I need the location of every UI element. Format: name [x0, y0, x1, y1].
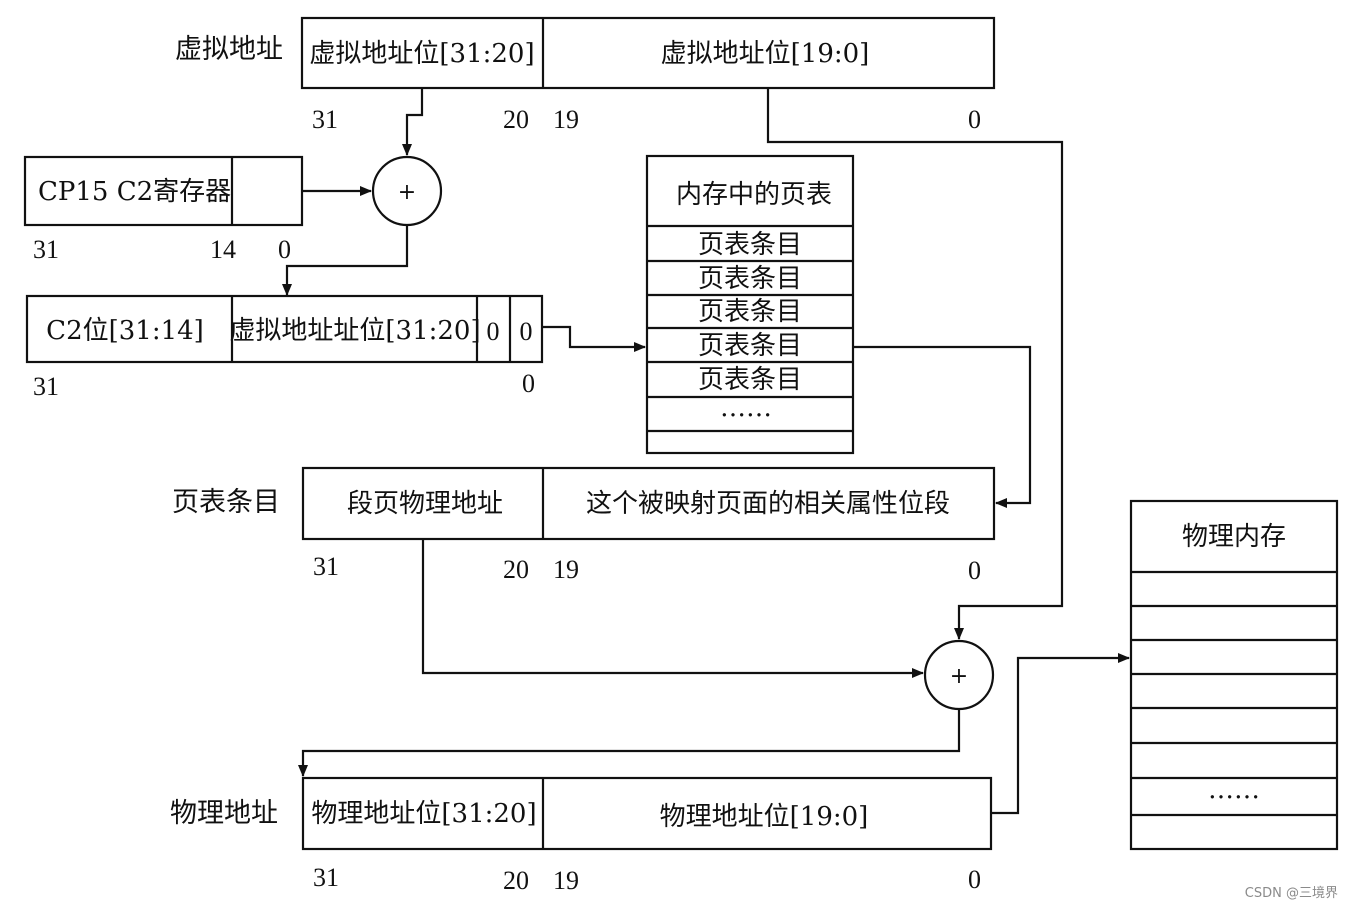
- physical-address-low-field: 物理地址位[19:0]: [660, 802, 869, 832]
- arrow-va-high-to-adder: [402, 88, 424, 156]
- page-table-entry: 页表条目: [698, 264, 802, 294]
- pte-high-field: 段页物理地址: [347, 489, 503, 519]
- c2-zero-b: 0: [520, 317, 533, 346]
- pte-low-field: 这个被映射页面的相关属性位段: [586, 489, 950, 519]
- page-table-entry-register: [301, 466, 996, 541]
- page-table-ellipsis: ……: [720, 393, 772, 423]
- virtual-address-high-field: 虚拟地址位[31:20]: [309, 39, 534, 69]
- pa-bit-31: 31: [313, 863, 339, 892]
- pte-bit-0: 0: [968, 556, 981, 585]
- page-table-entry-label: 页表条目: [172, 487, 280, 518]
- cp15-bit-31: 31: [33, 235, 59, 264]
- arrow-adder-to-physical: [298, 709, 961, 777]
- pte-bit-31: 31: [313, 552, 339, 581]
- physical-address-high-field: 物理地址位[31:20]: [311, 799, 536, 829]
- cp15-bit-14: 14: [210, 235, 236, 264]
- page-table-entry: 页表条目: [698, 331, 802, 361]
- page-table-entry: 页表条目: [698, 365, 802, 395]
- watermark: CSDN @三境界: [1245, 886, 1338, 901]
- pa-bit-0: 0: [968, 865, 981, 894]
- c2-zero-a: 0: [487, 317, 500, 346]
- va-bit-0: 0: [968, 105, 981, 134]
- c2-bit-31: 31: [33, 372, 59, 401]
- va-bit-19: 19: [553, 105, 579, 134]
- c2-combined-register: [25, 294, 544, 364]
- arrow-pte-to-adder: [421, 539, 924, 678]
- virtual-address-register: [300, 16, 996, 90]
- physical-address-label: 物理地址: [170, 798, 278, 829]
- arrow-adder-to-c2-combined: [282, 225, 409, 296]
- physical-memory-ellipsis: ……: [1208, 775, 1260, 805]
- virtual-address-low-field: 虚拟地址位[19:0]: [661, 39, 870, 69]
- pa-bit-20: 20: [503, 866, 529, 895]
- arrow-page-table-to-entry: [853, 345, 1032, 508]
- c2-field: C2位[31:14]: [46, 316, 204, 346]
- adder-top-symbol: +: [398, 180, 416, 205]
- page-table-entry: 页表条目: [698, 297, 802, 327]
- pa-bit-19: 19: [553, 866, 579, 895]
- cp15-c2-field: CP15 C2寄存器: [38, 177, 231, 207]
- c2-bit-0: 0: [522, 369, 535, 398]
- cp15-c2-register: [23, 155, 304, 227]
- va-bit-31: 31: [312, 105, 338, 134]
- arrow-c2-to-page-table: [542, 325, 646, 352]
- page-table: [645, 154, 855, 455]
- page-table-entry: 页表条目: [698, 230, 802, 260]
- physical-memory: [1129, 499, 1339, 851]
- page-table-title: 内存中的页表: [676, 180, 832, 210]
- va-bit-20: 20: [503, 105, 529, 134]
- adder-bottom-symbol: +: [950, 664, 968, 689]
- c2-va-field: 虚拟地址址位[31:20]: [229, 316, 480, 346]
- arrow-physical-to-memory: [991, 653, 1130, 815]
- pte-bit-20: 20: [503, 555, 529, 584]
- arrow-va-low-to-adder: [766, 88, 1064, 640]
- physical-address-register: [301, 776, 993, 851]
- virtual-address-label: 虚拟地址: [175, 34, 283, 65]
- cp15-bit-0: 0: [278, 235, 291, 264]
- physical-memory-title: 物理内存: [1182, 522, 1286, 552]
- pte-bit-19: 19: [553, 555, 579, 584]
